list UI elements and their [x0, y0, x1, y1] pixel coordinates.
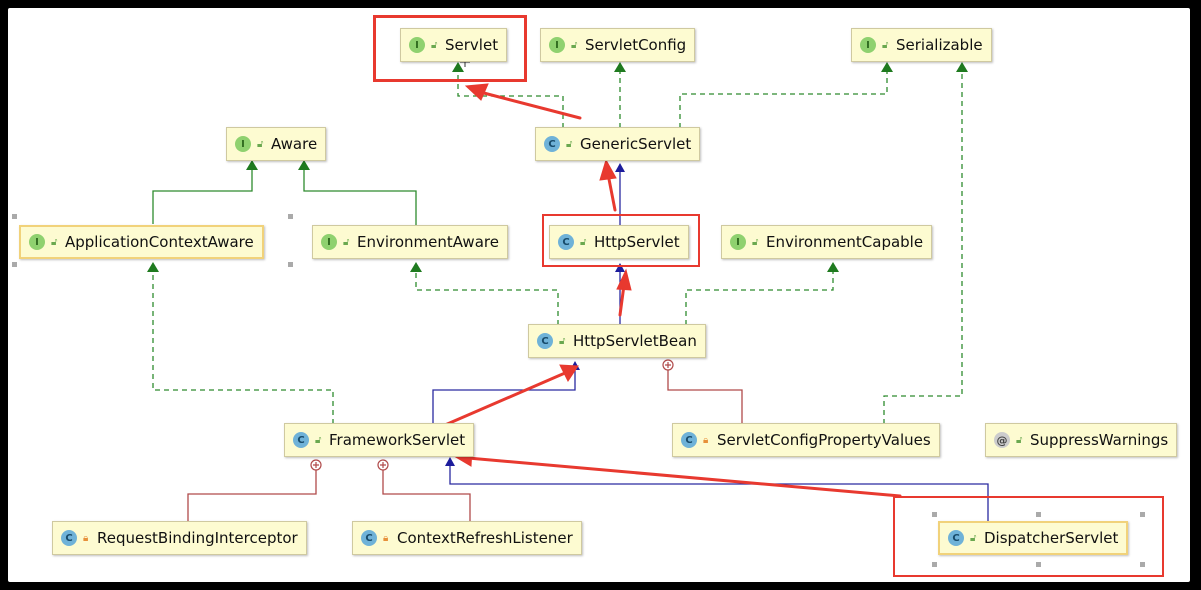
public-icon: 🔓︎ — [752, 236, 759, 248]
public-icon: 🔓︎ — [970, 532, 977, 544]
selection-handle[interactable] — [1140, 512, 1145, 517]
selection-handle[interactable] — [12, 214, 17, 219]
public-icon: 🔓︎ — [257, 138, 264, 150]
node-label: GenericServlet — [580, 135, 692, 153]
edge-crl-fs-inner — [382, 470, 471, 522]
edge-hsb-envaware — [415, 264, 559, 325]
selection-handle[interactable] — [932, 562, 937, 567]
edge-scpv-hsb-inner — [667, 370, 743, 424]
node-label: DispatcherServlet — [984, 529, 1119, 547]
edge-aca-aware — [152, 166, 253, 224]
annotation-arrow-genericservlet-servlet — [478, 90, 582, 120]
edge-fs-aca — [152, 264, 334, 424]
lock-icon: 🔒︎ — [83, 532, 89, 544]
node-contextrefreshlistener[interactable]: C 🔒︎ ContextRefreshListener — [352, 521, 582, 555]
class-icon: C — [681, 432, 697, 448]
interface-icon: I — [860, 37, 876, 53]
node-label: EnvironmentCapable — [766, 233, 924, 251]
public-icon: 🔓︎ — [571, 39, 578, 51]
interface-icon: I — [321, 234, 337, 250]
abstract-class-icon: C — [537, 333, 553, 349]
public-icon: 🔓︎ — [580, 236, 587, 248]
node-httpservlet[interactable]: C 🔓︎ HttpServlet — [549, 225, 689, 259]
edge-ds-fs — [449, 460, 989, 522]
selection-handle[interactable] — [1036, 512, 1041, 517]
interface-icon: I — [549, 37, 565, 53]
node-frameworkservlet[interactable]: C 🔓︎ FrameworkServlet — [284, 423, 475, 457]
selection-handle[interactable] — [932, 512, 937, 517]
class-icon: C — [61, 530, 77, 546]
node-servletconfig[interactable]: I 🔓︎ ServletConfig — [540, 28, 696, 62]
interface-icon: I — [235, 136, 251, 152]
annotation-icon: @ — [994, 432, 1010, 448]
node-label: HttpServletBean — [573, 332, 697, 350]
public-icon: 🔓︎ — [51, 236, 58, 248]
lock-icon: 🔒︎ — [703, 434, 709, 446]
node-label: HttpServlet — [594, 233, 680, 251]
node-applicationcontextaware[interactable]: I 🔓︎ ApplicationContextAware — [19, 225, 264, 259]
public-icon: 🔓︎ — [566, 138, 573, 150]
node-servletconfigpropertyvalues[interactable]: C 🔒︎ ServletConfigPropertyValues — [672, 423, 940, 457]
annotation-arrow-hsb-httpservlet — [618, 283, 626, 317]
node-label: RequestBindingInterceptor — [97, 529, 298, 547]
edge-envaware-aware — [303, 166, 417, 226]
public-icon: 🔓︎ — [882, 39, 889, 51]
selection-handle[interactable] — [288, 214, 293, 219]
node-environmentcapable[interactable]: I 🔓︎ EnvironmentCapable — [721, 225, 933, 259]
interface-icon: I — [409, 37, 425, 53]
node-environmentaware[interactable]: I 🔓︎ EnvironmentAware — [312, 225, 508, 259]
highlight-dispatcherservlet — [893, 496, 1164, 577]
edge-rbi-fs-inner — [187, 470, 317, 522]
abstract-class-icon: C — [293, 432, 309, 448]
node-label: Servlet — [445, 36, 499, 54]
node-label: SuppressWarnings — [1030, 431, 1169, 449]
public-icon: 🔓︎ — [431, 39, 438, 51]
node-requestbindinginterceptor[interactable]: C 🔒︎ RequestBindingInterceptor — [52, 521, 307, 555]
annotation-arrow-ds-fs — [466, 456, 902, 498]
node-label: ServletConfig — [585, 36, 687, 54]
abstract-class-icon: C — [544, 136, 560, 152]
node-servlet[interactable]: I 🔓︎ Servlet — [400, 28, 508, 62]
selection-handle[interactable] — [1140, 562, 1145, 567]
public-icon: 🔓︎ — [343, 236, 350, 248]
node-suppresswarnings[interactable]: @ 🔓︎ SuppressWarnings — [985, 423, 1178, 457]
node-label: ApplicationContextAware — [65, 233, 254, 251]
edge-scpv-serializable — [883, 68, 963, 424]
diagram-canvas — [8, 8, 1190, 582]
lock-icon: 🔒︎ — [383, 532, 389, 544]
public-icon: 🔓︎ — [315, 434, 322, 446]
interface-icon: I — [730, 234, 746, 250]
node-label: EnvironmentAware — [357, 233, 499, 251]
edge-fs-hsb — [432, 364, 576, 424]
node-serializable[interactable]: I 🔓︎ Serializable — [851, 28, 992, 62]
public-icon: 🔓︎ — [1016, 434, 1023, 446]
class-icon: C — [361, 530, 377, 546]
highlight-servlet — [373, 15, 527, 82]
annotation-arrow-httpservlet-genericservlet — [606, 172, 617, 212]
node-aware[interactable]: I 🔓︎ Aware — [226, 127, 327, 161]
node-label: Serializable — [896, 36, 983, 54]
public-icon: 🔓︎ — [559, 335, 566, 347]
node-label: ContextRefreshListener — [397, 529, 573, 547]
edge-genericservlet-servlet — [457, 68, 564, 128]
node-label: Aware — [271, 135, 318, 153]
node-genericservlet[interactable]: C 🔓︎ GenericServlet — [535, 127, 701, 161]
node-httpservletbean[interactable]: C 🔓︎ HttpServletBean — [528, 324, 706, 358]
node-label: ServletConfigPropertyValues — [717, 431, 931, 449]
selection-handle[interactable] — [288, 262, 293, 267]
highlight-httpservlet — [542, 214, 700, 267]
selection-handle[interactable] — [1036, 562, 1041, 567]
interface-icon: I — [29, 234, 45, 250]
selection-handle[interactable] — [12, 262, 17, 267]
edge-hsb-envcapable — [685, 264, 834, 325]
edge-genericservlet-serializable — [679, 68, 888, 128]
node-label: FrameworkServlet — [329, 431, 466, 449]
annotation-arrow-fs-hsb — [443, 371, 567, 427]
abstract-class-icon: C — [558, 234, 574, 250]
class-icon: C — [948, 530, 964, 546]
node-dispatcherservlet[interactable]: C 🔓︎ DispatcherServlet — [938, 521, 1129, 555]
